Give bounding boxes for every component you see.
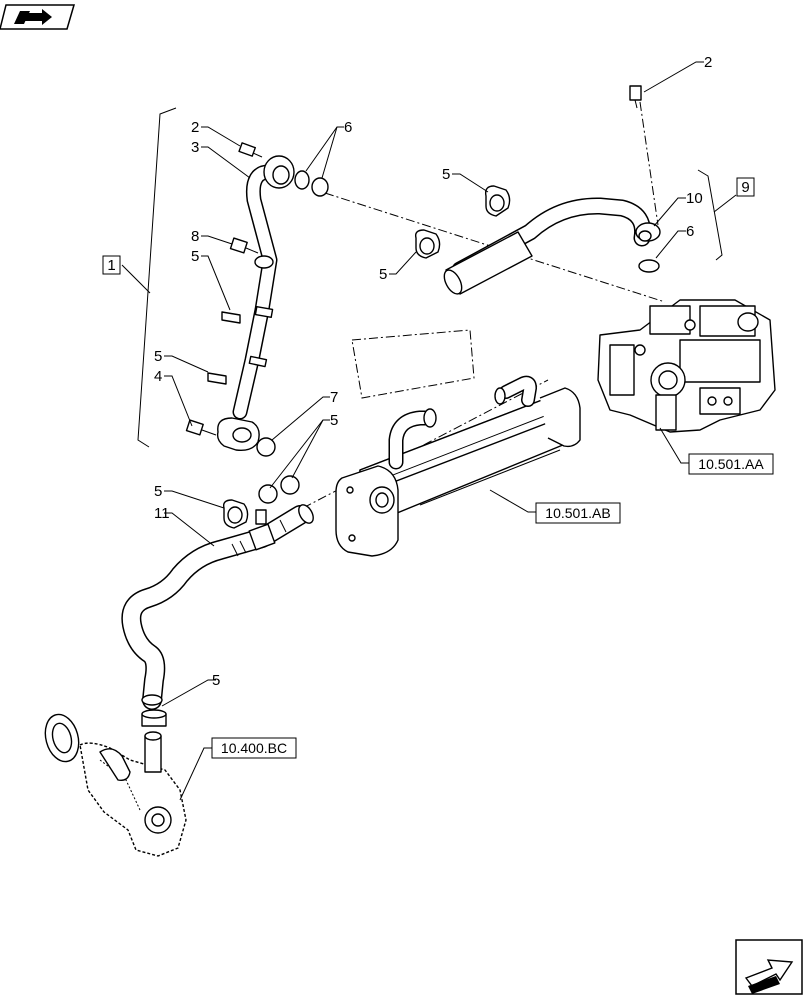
callout-3: 3 (191, 139, 199, 156)
clamp-5-pipe-b (207, 372, 227, 385)
callout-7: 7 (330, 389, 338, 406)
callout-5-c: 5 (442, 166, 450, 183)
bolt-8 (229, 237, 259, 254)
leader-lines (161, 61, 704, 801)
svg-text:10.400.BC: 10.400.BC (221, 740, 287, 756)
coolant-pipe (216, 155, 295, 452)
callout-4: 4 (154, 368, 162, 385)
callout-5-d: 5 (379, 266, 387, 283)
group-bracket-9 (697, 169, 737, 261)
callout-5-g: 5 (212, 672, 220, 689)
callout-5-b: 5 (154, 348, 162, 365)
callout-8: 8 (191, 228, 199, 245)
egr-valve (597, 299, 776, 433)
egr-cooler (335, 375, 581, 557)
reference-10-400-bc[interactable]: 10.400.BC (211, 737, 297, 759)
gasket-7 (256, 437, 276, 457)
thermostat-housing (44, 713, 187, 857)
group-label-1: 1 (102, 255, 121, 275)
svg-text:10.501.AB: 10.501.AB (545, 505, 610, 521)
clamp-5-lower-b (258, 475, 300, 504)
callout-5-a: 5 (191, 248, 199, 265)
clamp-5-upper-b (414, 229, 441, 259)
group-label-9: 9 (736, 177, 755, 197)
callout-6-pair: 6 (344, 119, 352, 136)
clamp-5-lower-a (222, 499, 249, 529)
callout-10: 10 (686, 190, 703, 207)
svg-text:9: 9 (741, 179, 749, 196)
upper-steel-pipe (443, 197, 661, 295)
callout-labels: 2 3 8 5 5 4 6 5 5 2 10 6 7 5 5 11 5 (154, 54, 712, 689)
svg-text:1: 1 (107, 257, 115, 274)
o-rings-6-pair (294, 170, 329, 197)
group-bracket-1 (121, 107, 177, 448)
callout-5-e: 5 (330, 412, 338, 429)
callout-6-right: 6 (686, 223, 694, 240)
callout-2-top-right: 2 (704, 54, 712, 71)
screw-2-top-right (629, 85, 642, 109)
clamp-5-upper-a (484, 185, 511, 217)
screw-2-left (238, 142, 263, 158)
lower-coolant-hose (121, 504, 314, 710)
book-arrow-icon[interactable] (0, 4, 75, 30)
next-page-arrow-icon[interactable] (735, 939, 803, 995)
reference-10-501-ab[interactable]: 10.501.AB (535, 502, 621, 524)
clamp-5-pipe-a (221, 311, 241, 324)
callout-2-left: 2 (191, 119, 199, 136)
svg-text:10.501.AA: 10.501.AA (698, 456, 764, 472)
clamp-5-bottom (141, 709, 167, 727)
o-ring-6-right (638, 259, 660, 273)
reference-10-501-aa[interactable]: 10.501.AA (688, 453, 774, 475)
callout-5-f: 5 (154, 483, 162, 500)
callout-11: 11 (154, 505, 170, 522)
